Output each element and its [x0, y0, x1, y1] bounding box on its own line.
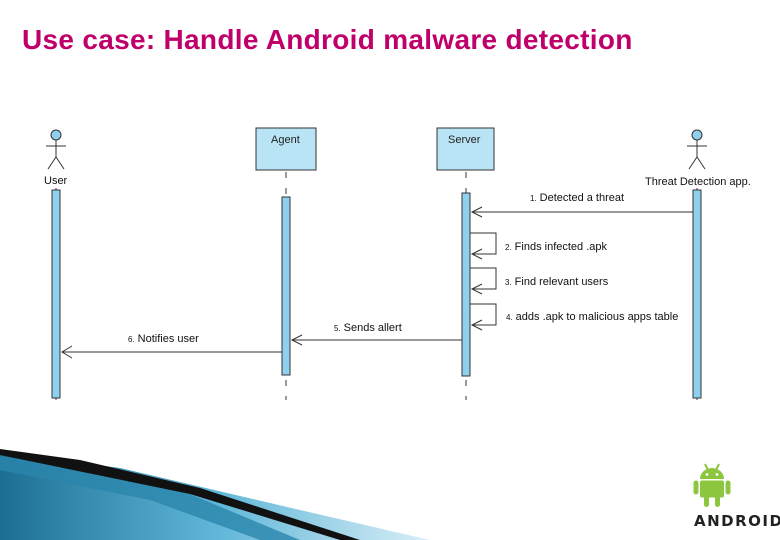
message-3-num: 3. — [505, 278, 512, 287]
threat-app-actor — [687, 130, 707, 169]
message-4-text: adds .apk to malicious apps table — [516, 311, 679, 323]
threat-app-label: Threat Detection app. — [645, 176, 751, 188]
user-activation — [52, 190, 60, 398]
message-3-arrow — [470, 268, 496, 294]
user-actor — [46, 130, 66, 169]
message-4-arrow — [470, 304, 496, 330]
server-activation — [462, 193, 470, 376]
message-4-num: 4. — [506, 313, 513, 322]
message-6-label: 6.Notifies user — [128, 333, 199, 345]
message-2-num: 2. — [505, 243, 512, 252]
decorative-swoosh — [0, 449, 430, 540]
android-robot-icon — [692, 462, 732, 510]
message-2-arrow — [470, 233, 496, 259]
message-1-arrow — [472, 207, 693, 217]
message-5-num: 5. — [334, 324, 341, 333]
threat-app-activation — [693, 190, 701, 398]
agent-activation — [282, 197, 290, 375]
message-6-text: Notifies user — [138, 333, 199, 345]
message-4-label: 4.adds .apk to malicious apps table — [506, 311, 678, 323]
message-5-label: 5.Sends allert — [334, 322, 402, 334]
message-5-arrow — [292, 335, 462, 345]
user-label: User — [44, 175, 68, 187]
message-1-label: 1.Detected a threat — [530, 192, 624, 204]
android-logo-text: ANDROID — [694, 512, 780, 530]
message-1-num: 1. — [530, 194, 537, 203]
message-6-arrow — [62, 346, 282, 358]
message-3-text: Find relevant users — [515, 276, 609, 288]
message-1-text: Detected a threat — [540, 192, 624, 204]
server-label: Server — [448, 134, 481, 146]
message-3-label: 3.Find relevant users — [505, 276, 609, 288]
message-2-text: Finds infected .apk — [515, 241, 608, 253]
agent-label: Agent — [271, 134, 300, 146]
message-2-label: 2.Finds infected .apk — [505, 241, 608, 253]
message-5-text: Sends allert — [344, 322, 402, 334]
message-6-num: 6. — [128, 335, 135, 344]
